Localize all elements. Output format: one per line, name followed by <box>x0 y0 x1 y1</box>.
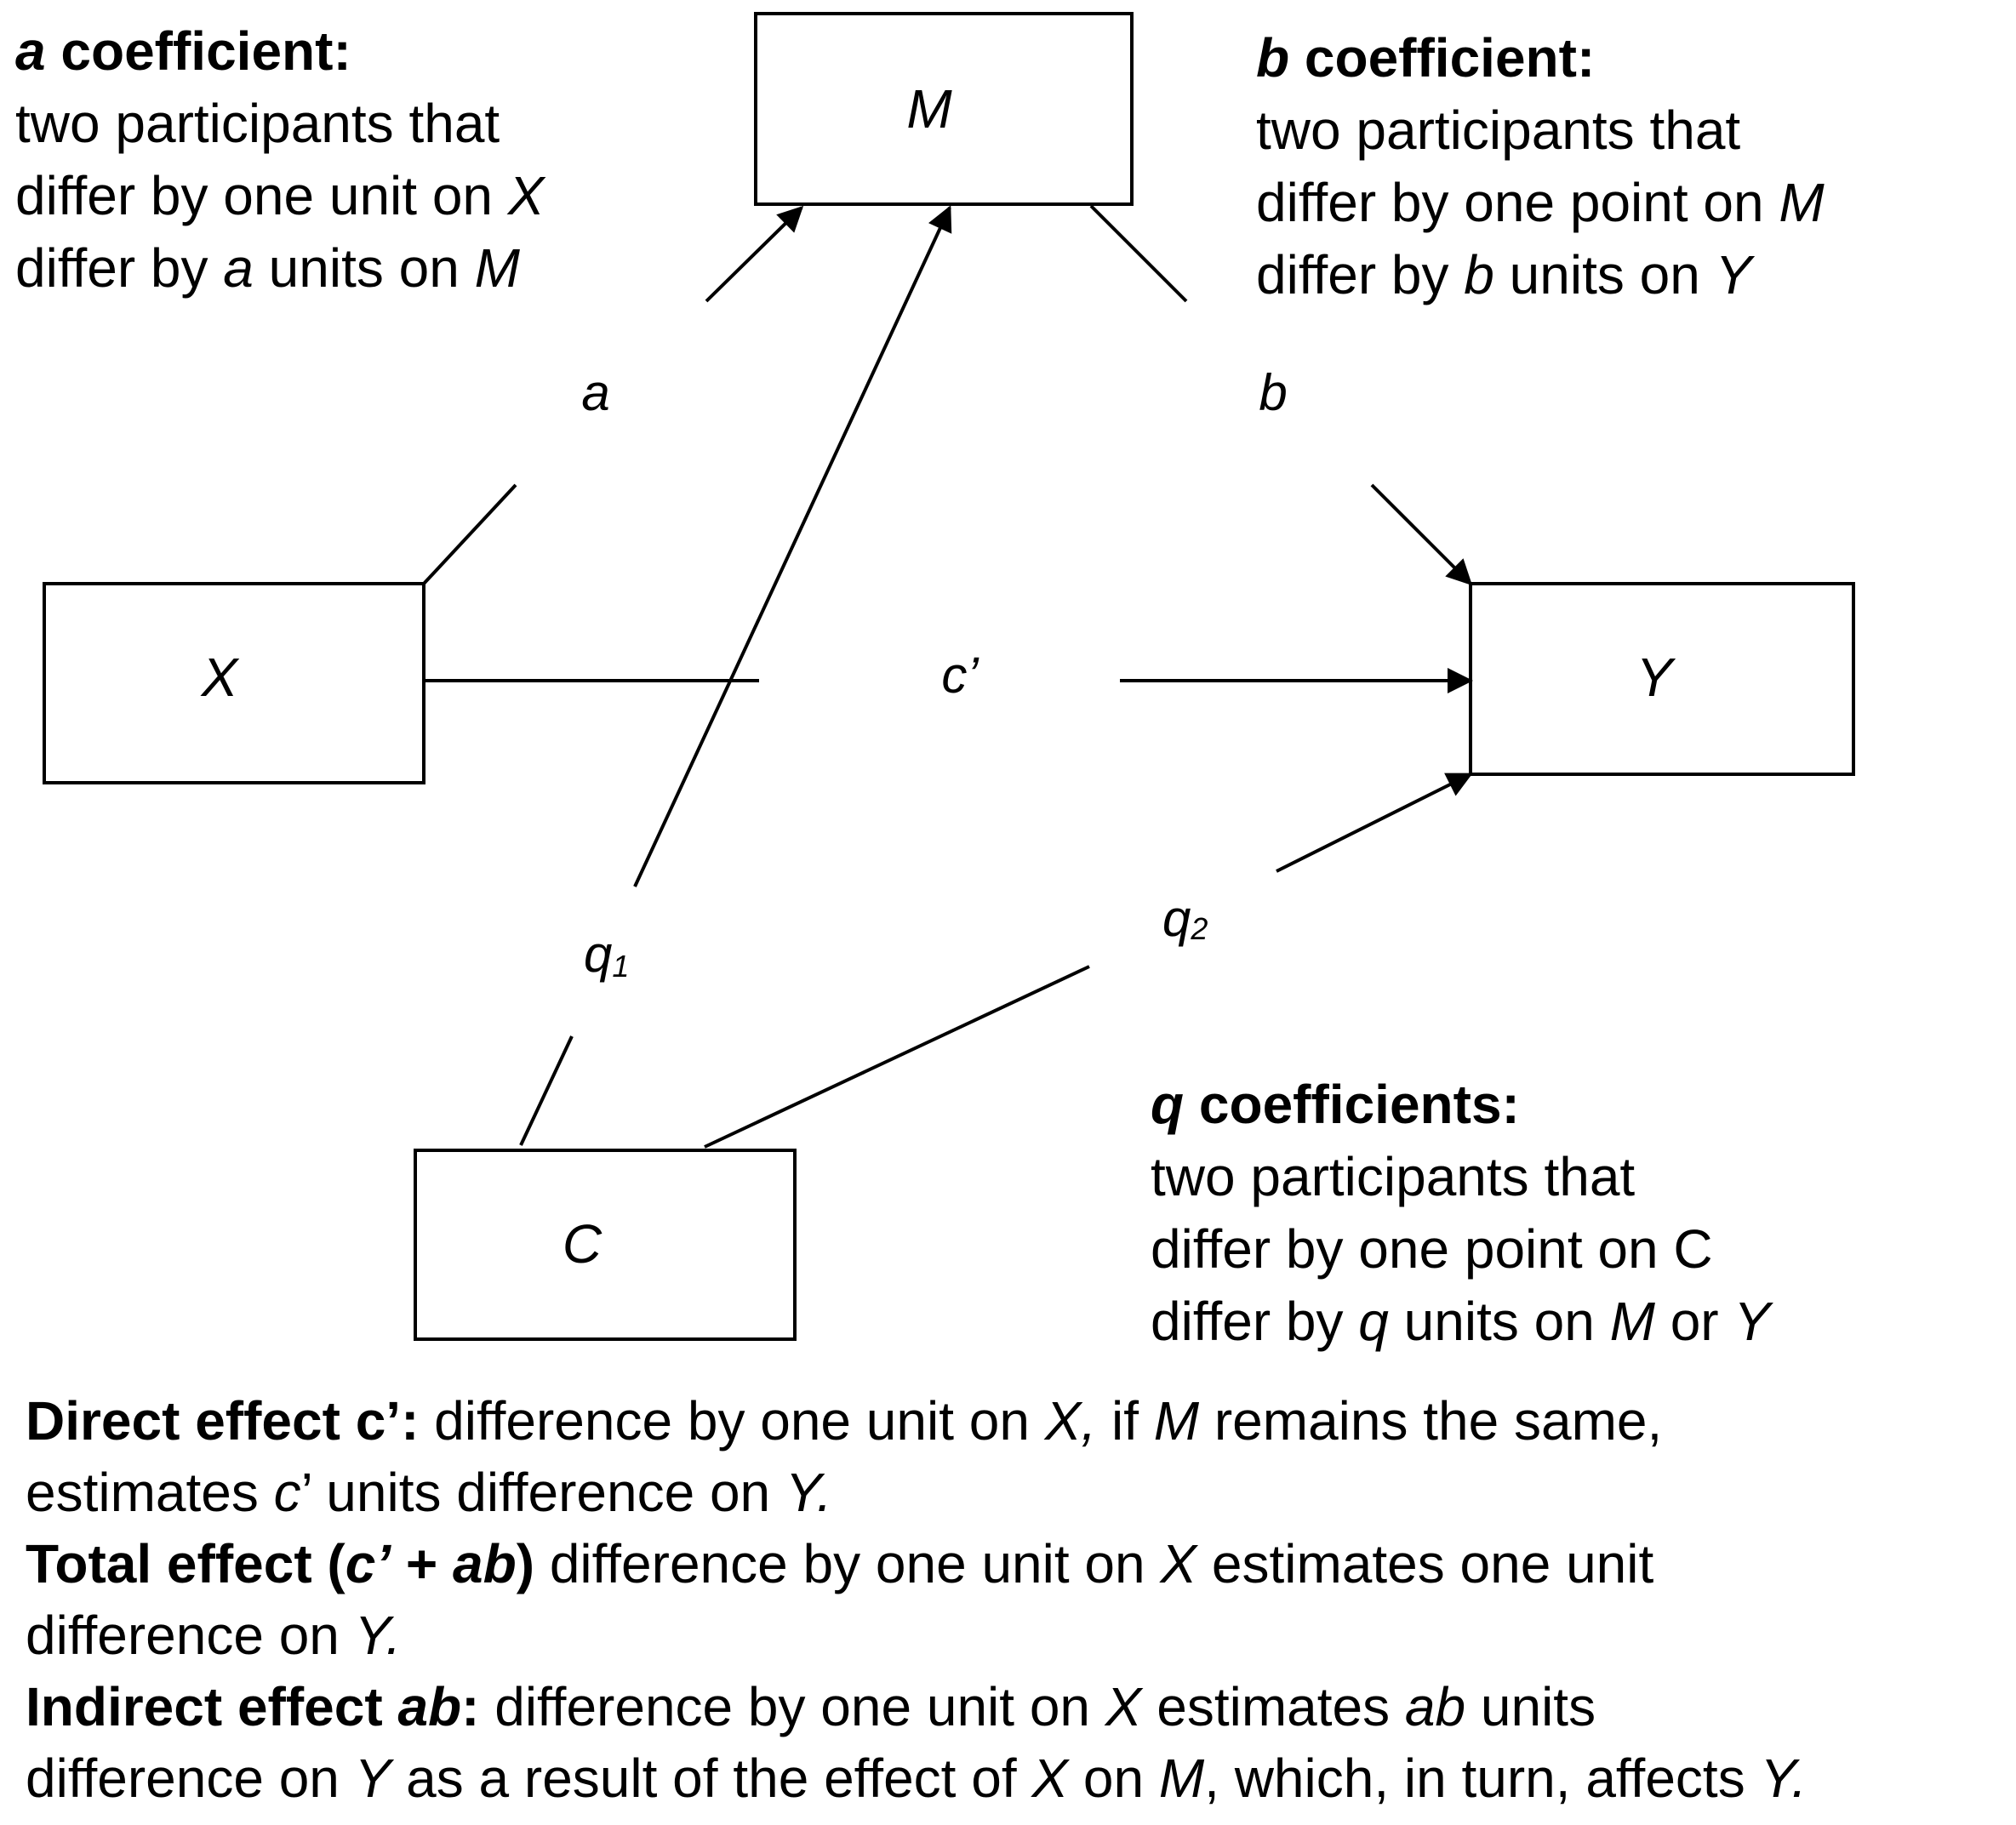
node-x-box <box>43 582 425 784</box>
b-coefficient-note: b coefficient: two participants that dif… <box>1256 22 1825 311</box>
path-q1-label: q1 <box>584 926 629 984</box>
total-effect-line2: difference on Y. <box>26 1605 402 1666</box>
b-note-line1: two participants that <box>1256 100 1741 161</box>
path-q1-upper-arrow <box>633 205 952 887</box>
a-coefficient-title: a coefficient: <box>15 20 351 82</box>
node-x-label: X <box>200 647 240 708</box>
direct-effect-line2: estimates c’ units difference on Y. <box>26 1462 832 1523</box>
a-note-line3: differ by a units on M <box>15 237 520 299</box>
a-note-line1: two participants that <box>15 93 500 154</box>
b-note-line3: differ by b units on Y <box>1256 244 1752 305</box>
path-q1-lower-segment <box>519 1035 574 1146</box>
path-b-upper-segment <box>1089 204 1188 303</box>
path-a-label: a <box>581 364 609 421</box>
node-c-box <box>414 1149 797 1341</box>
indirect-effect-line1: Indirect effect ab: difference by one un… <box>26 1676 1596 1737</box>
node-m-label: M <box>906 78 952 140</box>
b-note-line2: differ by one point on M <box>1256 172 1825 233</box>
node-c-label: C <box>563 1213 603 1275</box>
path-b-lower-arrow <box>1370 483 1473 586</box>
node-m-box <box>754 12 1134 206</box>
path-q1-label-main: q <box>584 926 612 983</box>
path-a-lower-segment <box>422 483 517 585</box>
path-q2-label: q2 <box>1162 890 1208 947</box>
b-coefficient-title: b coefficient: <box>1256 27 1596 88</box>
path-q2-label-main: q <box>1162 890 1191 947</box>
path-q2-label-sub: 2 <box>1190 911 1208 946</box>
q-note-line2: differ by one point on C <box>1151 1218 1713 1280</box>
node-y-label: Y <box>1636 647 1676 708</box>
a-note-line2: differ by one unit on X <box>15 165 545 226</box>
a-coefficient-note: a coefficient: two participants that dif… <box>15 15 544 305</box>
direct-effect-line1: Direct effect c’: difference by one unit… <box>26 1390 1663 1451</box>
path-q1-label-sub: 1 <box>612 949 629 984</box>
path-a-upper-arrow <box>705 205 804 303</box>
total-effect-line1: Total effect (c’ + ab) difference by one… <box>26 1533 1654 1594</box>
path-c-prime-label: c’ <box>941 647 979 704</box>
effects-legend: Direct effect c’: difference by one unit… <box>26 1385 1807 1814</box>
q-coefficients-title: q coefficients: <box>1151 1074 1520 1135</box>
path-q2-lower-segment <box>704 965 1090 1149</box>
q-coefficients-note: q coefficients: two participants that di… <box>1151 1069 1770 1358</box>
indirect-effect-line2: difference on Y as a result of the effec… <box>26 1748 1808 1809</box>
path-q2-upper-arrow <box>1276 773 1473 873</box>
q-note-line3: differ by q units on M or Y <box>1151 1291 1771 1352</box>
path-b-label: b <box>1259 364 1287 421</box>
q-note-line1: two participants that <box>1151 1146 1636 1207</box>
